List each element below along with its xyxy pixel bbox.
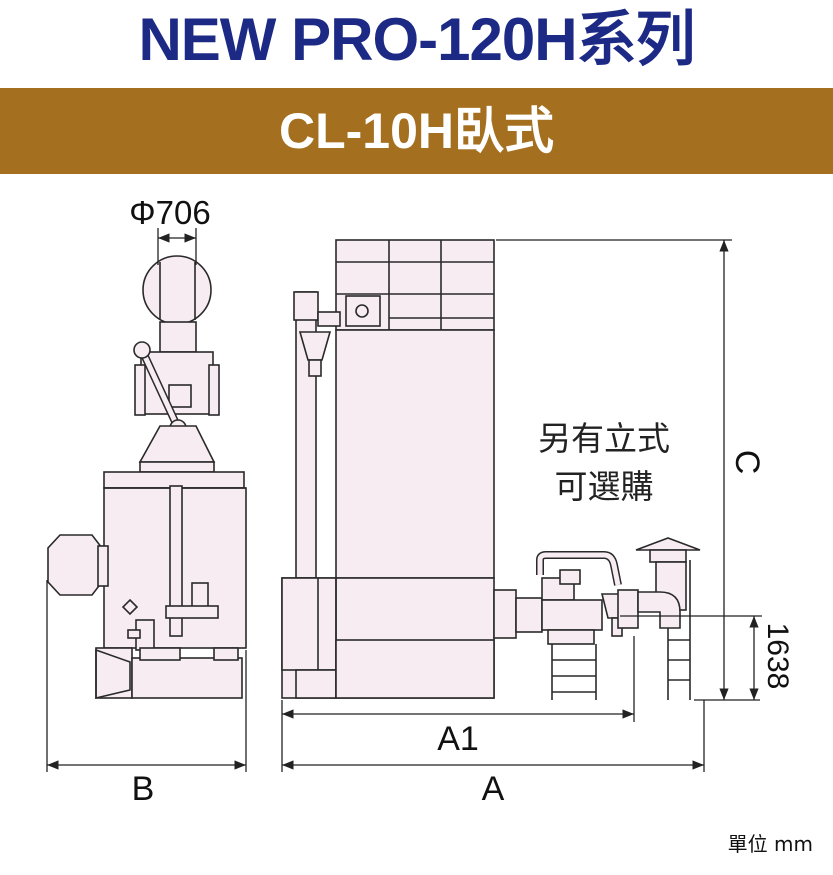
width-b-label: B [132, 770, 155, 808]
height-c-label: C [728, 450, 766, 475]
side-view [47, 255, 247, 700]
series-title: NEW PRO-120H系列 [138, 6, 695, 73]
dryer-dimension-diagram: Φ706 B [46, 194, 794, 808]
height-1638-dimension [620, 615, 762, 700]
height-c-dimension [496, 239, 760, 701]
diameter-label: Φ706 [129, 194, 210, 231]
note-line-1: 另有立式 [538, 419, 670, 458]
model-band [0, 88, 833, 174]
width-dimension [46, 580, 247, 772]
diameter-dimension [157, 228, 197, 265]
front-view [281, 239, 701, 700]
length-a1-dimension [281, 636, 635, 772]
length-a-label: A [482, 770, 505, 808]
note-line-2: 可選購 [555, 467, 654, 506]
height-1638-label: 1638 [761, 623, 794, 690]
unit-label: 單位 mm [727, 832, 813, 856]
model-title: CL-10H臥式 [278, 103, 555, 159]
length-a-dimension [282, 700, 705, 772]
length-a1-label: A1 [437, 720, 479, 758]
